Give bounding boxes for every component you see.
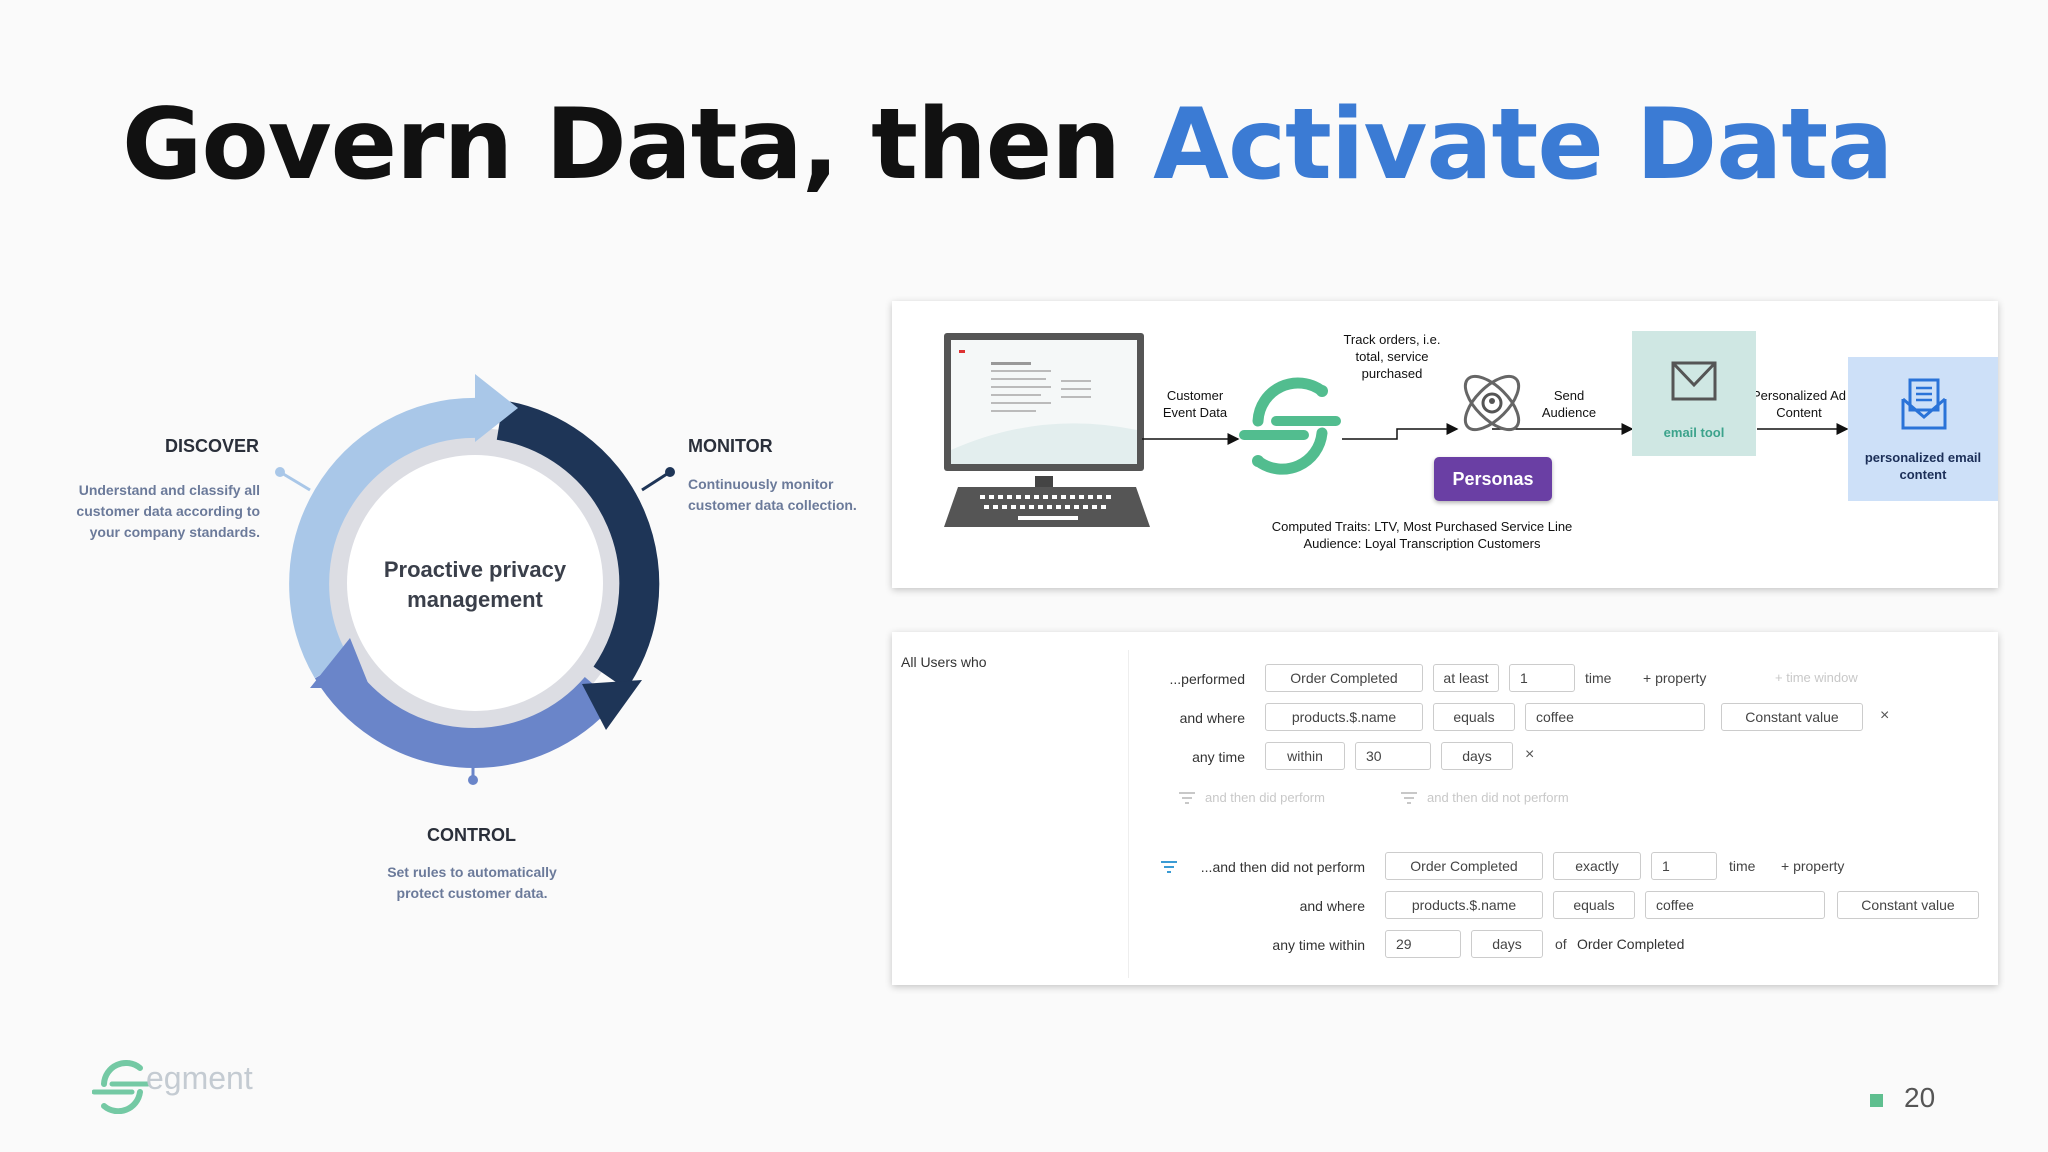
add-then-did-not-perform-link[interactable]: and then did not perform — [1427, 790, 1569, 805]
segment-wordmark: egment — [146, 1060, 253, 1096]
computed-traits-label: Computed Traits: LTV, Most Purchased Ser… — [1271, 519, 1573, 534]
email-content-icon — [1901, 378, 1947, 430]
title-accent: Activate Data — [1153, 88, 1893, 202]
property-select-2[interactable]: products.$.name — [1385, 891, 1543, 919]
add-time-window-link[interactable]: + time window — [1775, 670, 1858, 685]
email-tool-box: email tool — [1632, 331, 1756, 456]
value-type-select[interactable]: Constant value — [1721, 703, 1863, 731]
time-unit-select[interactable]: days — [1441, 742, 1513, 770]
event-select[interactable]: Order Completed — [1265, 664, 1423, 692]
page-number: 20 — [1904, 1082, 1936, 1113]
segment-logo — [92, 1059, 151, 1114]
property-select[interactable]: products.$.name — [1265, 703, 1423, 731]
any-time-within-label: any time within — [1272, 937, 1365, 953]
segment-logo-icon — [1239, 377, 1341, 475]
monitor-stand — [1035, 476, 1053, 488]
and-where-label-2: and where — [1299, 898, 1365, 914]
frequency-operator-select-2[interactable]: exactly — [1553, 852, 1641, 880]
add-then-did-perform-link[interactable]: and then did perform — [1205, 790, 1325, 805]
property-value-input-2[interactable]: coffee — [1645, 891, 1825, 919]
monitor-heading: MONITOR — [688, 436, 773, 456]
time-unit-label-2: time — [1729, 858, 1756, 874]
time-operator-select[interactable]: within — [1265, 742, 1345, 770]
property-value-input[interactable]: coffee — [1525, 703, 1705, 731]
cycle-center-label: Proactive privacy management — [383, 557, 567, 612]
personalized-email-label: personalized email content — [1864, 450, 1982, 482]
monitor-description: Continuously monitor customer data colle… — [688, 476, 857, 513]
customer-event-data-label: Customer Event Data — [1162, 388, 1228, 420]
control-heading: CONTROL — [427, 825, 516, 845]
track-orders-label: Track orders, i.e. total, service purcha… — [1343, 332, 1441, 381]
frequency-operator-select[interactable]: at least — [1433, 664, 1499, 692]
keyboard-icon — [944, 487, 1150, 527]
any-time-label: any time — [1192, 749, 1245, 765]
filter-icon — [1161, 861, 1177, 873]
count-input[interactable]: 1 — [1509, 664, 1575, 692]
and-where-label: and where — [1179, 710, 1245, 726]
property-operator-select-2[interactable]: equals — [1553, 891, 1635, 919]
all-users-label: All Users who — [901, 654, 987, 670]
time-unit-label: time — [1585, 670, 1612, 686]
personalized-email-box: personalized email content — [1848, 357, 1998, 501]
page-marker — [1870, 1094, 1883, 1107]
time-unit-select-2[interactable]: days — [1471, 930, 1543, 958]
condition-builder: ...performed Order Completed at least 1 … — [1128, 650, 1989, 978]
performed-label: ...performed — [1169, 671, 1245, 687]
time-window-input-2[interactable]: 29 — [1385, 930, 1461, 958]
email-tool-label: email tool — [1663, 425, 1725, 440]
audience-builder-card: All Users who ...performed Order Complet… — [892, 632, 1998, 985]
property-operator-select[interactable]: equals — [1433, 703, 1515, 731]
personas-badge: Personas — [1434, 457, 1552, 501]
computer-monitor-icon — [944, 333, 1144, 471]
add-property-link-2[interactable]: + property — [1781, 858, 1845, 874]
reference-event-label: Order Completed — [1577, 936, 1685, 952]
filter-icon — [1401, 792, 1417, 804]
then-did-not-perform-label: ...and then did not perform — [1200, 859, 1365, 875]
remove-property-button[interactable]: × — [1880, 707, 1890, 724]
envelope-icon — [1671, 361, 1717, 401]
control-description: Set rules to automatically protect custo… — [387, 864, 557, 901]
event-select-2[interactable]: Order Completed — [1385, 852, 1543, 880]
slide-title: Govern Data, then Activate Data — [122, 88, 1893, 202]
discover-heading: DISCOVER — [165, 436, 260, 456]
personas-atom-icon — [1463, 374, 1521, 432]
add-property-link[interactable]: + property — [1643, 670, 1707, 686]
send-audience-label: Send Audience — [1541, 388, 1597, 420]
title-main: Govern Data, then — [122, 88, 1154, 202]
remove-time-window-button[interactable]: × — [1525, 746, 1535, 763]
audience-label: Audience: Loyal Transcription Customers — [1303, 536, 1541, 551]
personas-flow-card: Customer Event Data Track orders, i.e. t… — [892, 301, 1998, 588]
personalized-ad-label: Personalized Ad Content — [1752, 388, 1846, 420]
filter-icon — [1179, 792, 1195, 804]
value-type-select-2[interactable]: Constant value — [1837, 891, 1979, 919]
time-window-input[interactable]: 30 — [1355, 742, 1431, 770]
privacy-cycle-diagram — [270, 368, 690, 788]
count-input-2[interactable]: 1 — [1651, 852, 1717, 880]
discover-description: Understand and classify all customer dat… — [76, 482, 260, 540]
of-label: of — [1555, 936, 1567, 952]
